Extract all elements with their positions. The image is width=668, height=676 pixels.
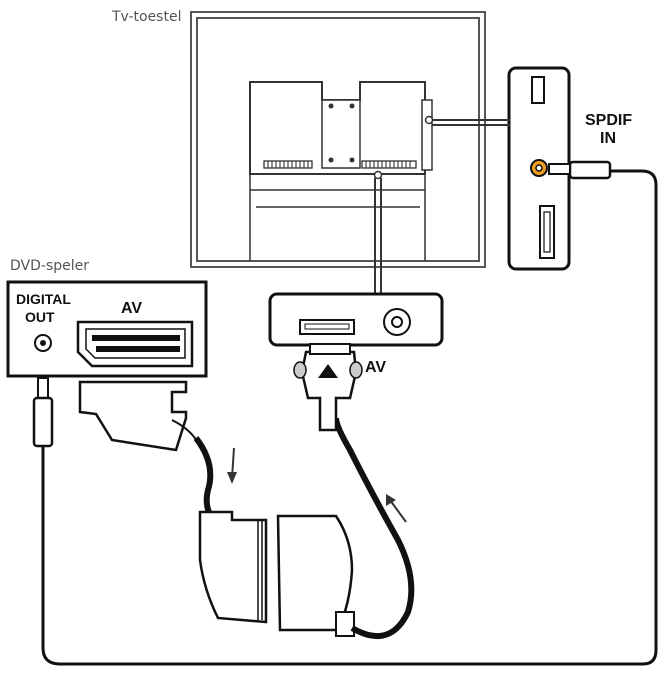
tv-av-connector-box: AV [268, 178, 444, 376]
scart-cable-segment-1 [193, 436, 215, 520]
up-arrow-icon [318, 364, 338, 378]
scart-cable [78, 343, 415, 639]
scart-plug-tv-clip-right [349, 361, 363, 379]
spdif-label-line2: IN [600, 130, 616, 147]
av-round-socket-inner [391, 316, 403, 328]
screw-4 [349, 157, 355, 163]
scart-adapter-right-tab [335, 611, 355, 637]
usb-port [531, 76, 545, 104]
digital-out-port-center [40, 340, 46, 346]
spdif-label-line1: SPDIF [585, 112, 632, 129]
scart-plug-tv-top [309, 343, 351, 355]
screw-1 [328, 103, 334, 109]
tv-set: Tv-toestel [111, 9, 486, 268]
scart-adapter-left [198, 510, 268, 624]
digital-out-line1: DIGITAL [16, 291, 71, 307]
strip-teeth [267, 161, 411, 168]
av-tv-label: AV [365, 359, 386, 376]
up-right-arrow-icon [386, 494, 407, 523]
scart-plug-dvd [78, 380, 188, 452]
scart-plug-tv-clip-left [293, 361, 307, 379]
optical-cable [32, 160, 658, 666]
dvd-scart-socket-inner [85, 328, 186, 359]
scart-plug-tv [300, 350, 358, 432]
tv-side-bracket [421, 99, 433, 171]
tv-label: Tv-toestel [111, 9, 181, 25]
tv-bottom-port [373, 170, 383, 180]
av-box [268, 292, 444, 347]
tv-inner-board [321, 99, 361, 169]
direction-arrows [227, 447, 407, 523]
spdif-port-center [535, 164, 543, 172]
dvd-player: DVD-speler DIGITAL OUT AV [6, 258, 208, 378]
scart-cable-segment-2 [333, 417, 415, 639]
optical-plug-tv-tip [548, 163, 571, 175]
optical-plug-dvd [37, 377, 49, 399]
down-arrow-icon [227, 447, 237, 484]
dvd-label: DVD-speler [10, 258, 89, 274]
optical-cable-line [41, 169, 658, 666]
tv-side-port [424, 115, 434, 125]
card-slot-inner [543, 211, 551, 253]
optical-plug-tv-body [568, 160, 612, 180]
tv-stand-lines [249, 174, 426, 261]
digital-out-line2: OUT [25, 309, 55, 325]
scart-pins [92, 335, 180, 352]
screw-3 [328, 157, 334, 163]
av-scart-socket-inner [304, 323, 350, 330]
av-dvd-label: AV [121, 300, 142, 317]
screw-2 [349, 103, 355, 109]
tv-connector-strip-right [361, 160, 417, 169]
optical-plug-dvd-body [32, 396, 54, 448]
scart-adapter-left-detail [257, 520, 263, 620]
